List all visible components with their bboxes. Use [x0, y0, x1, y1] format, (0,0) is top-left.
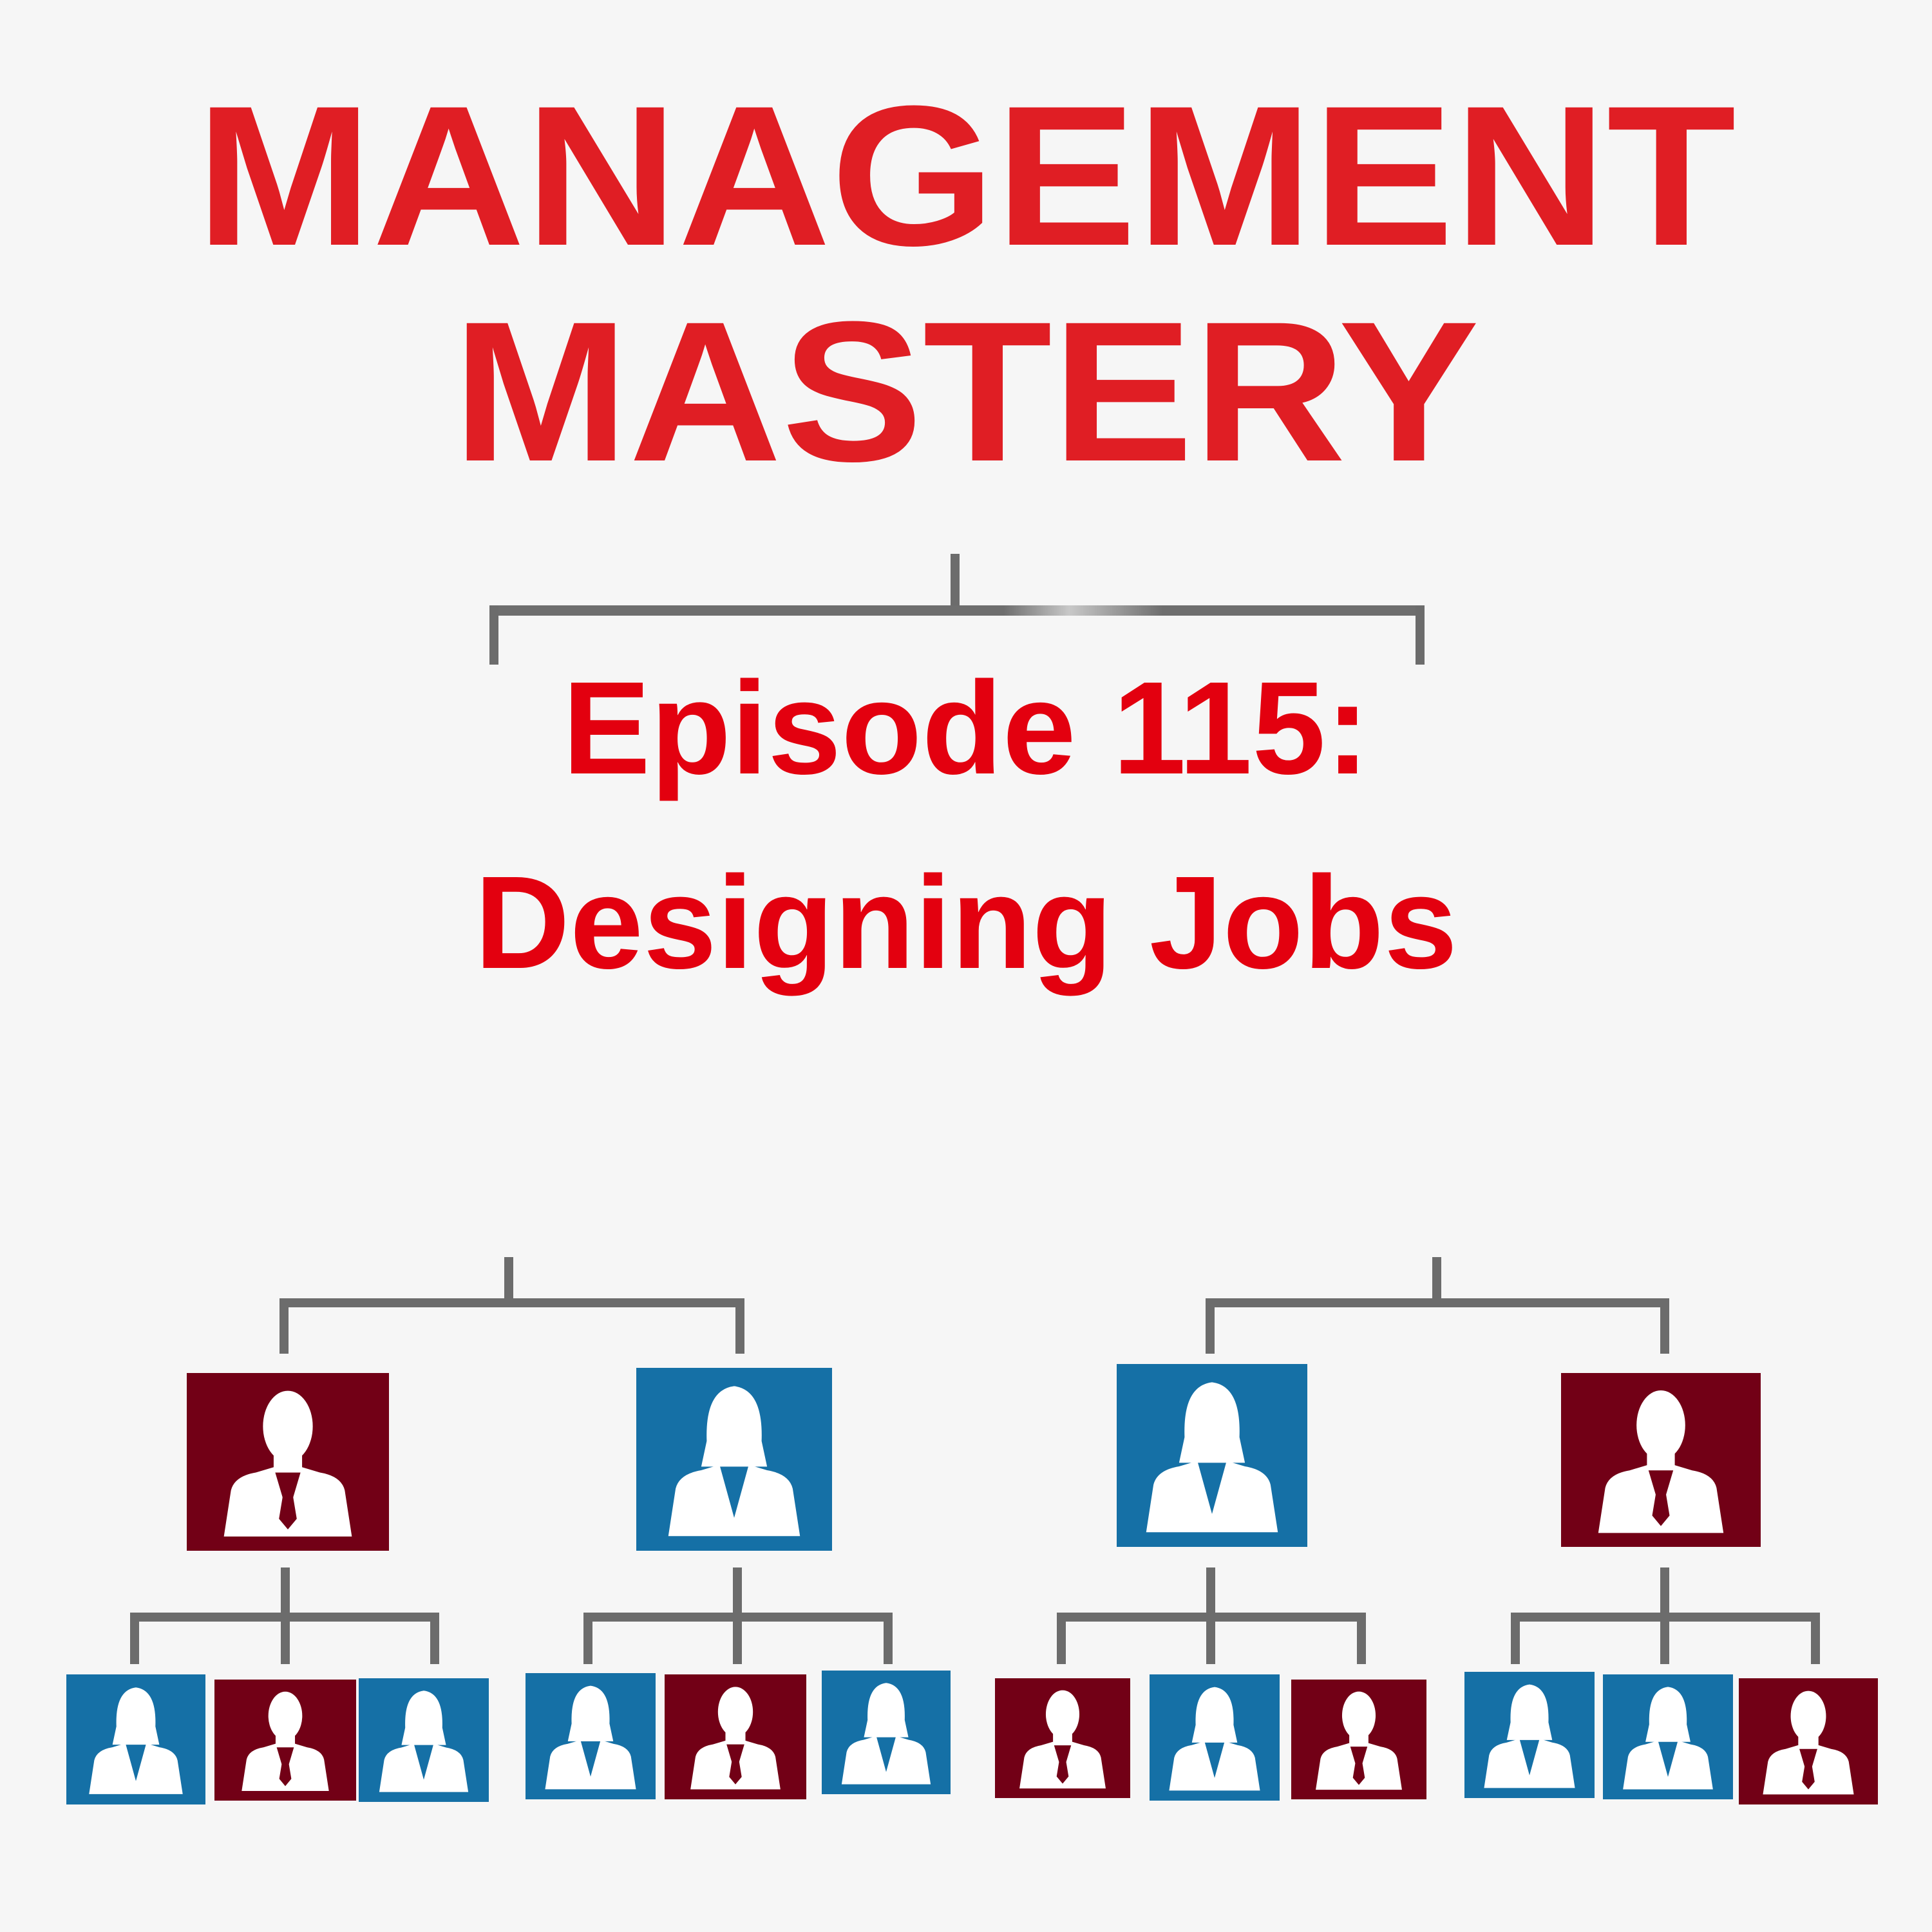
female-person-icon	[1150, 1674, 1280, 1801]
episode-number: Episode 115:	[562, 654, 1370, 802]
manager-1-box	[187, 1373, 389, 1551]
report-1-3-box	[359, 1678, 489, 1802]
female-person-icon	[822, 1671, 951, 1794]
episode-title: Designing Jobs	[474, 849, 1458, 996]
male-person-icon	[1739, 1678, 1878, 1804]
manager-3-box	[1117, 1364, 1307, 1547]
report-4-3-box	[1739, 1678, 1878, 1804]
title-line-1: MANAGEMENT	[196, 64, 1736, 287]
female-person-icon	[1117, 1364, 1307, 1547]
female-person-icon	[66, 1674, 205, 1804]
report-2-2-box	[665, 1674, 806, 1799]
report-1-2-box	[214, 1680, 356, 1801]
male-person-icon	[995, 1678, 1130, 1798]
male-person-icon	[214, 1680, 356, 1801]
female-person-icon	[359, 1678, 489, 1802]
title-line-2: MASTERY	[452, 279, 1480, 503]
manager-4-box	[1561, 1373, 1761, 1547]
report-2-3-box	[822, 1671, 951, 1794]
female-person-icon	[636, 1368, 832, 1551]
report-4-2-box	[1603, 1674, 1733, 1799]
male-person-icon	[187, 1373, 389, 1551]
female-person-icon	[1603, 1674, 1733, 1799]
report-4-1-box	[1464, 1672, 1595, 1798]
male-person-icon	[1291, 1680, 1426, 1799]
male-person-icon	[1561, 1373, 1761, 1547]
manager-2-box	[636, 1368, 832, 1551]
report-1-1-box	[66, 1674, 205, 1804]
report-3-3-box	[1291, 1680, 1426, 1799]
report-3-2-box	[1150, 1674, 1280, 1801]
male-person-icon	[665, 1674, 806, 1799]
report-2-1-box	[526, 1673, 656, 1799]
female-person-icon	[1464, 1672, 1595, 1798]
female-person-icon	[526, 1673, 656, 1799]
report-3-1-box	[995, 1678, 1130, 1798]
